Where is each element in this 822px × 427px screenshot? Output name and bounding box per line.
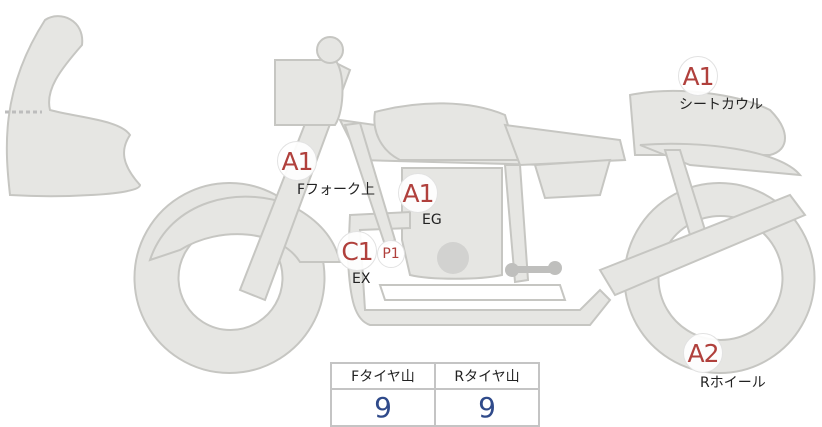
seat-cowl (628, 90, 786, 156)
chain-guard (378, 284, 567, 301)
headlight (274, 59, 344, 126)
footpeg (505, 261, 562, 277)
swingarm (598, 193, 807, 297)
label-rear-wheel: Rホイール (700, 375, 766, 391)
label-front-fork: Fフォーク上 (297, 182, 376, 198)
marker-rear-wheel[interactable]: A2 (683, 333, 723, 373)
marker-seat-cowl[interactable]: A1 (678, 56, 718, 96)
fairing-part (5, 15, 142, 198)
fuel-tank (373, 102, 520, 161)
front-tread-value: 9 (330, 388, 436, 427)
marker-engine[interactable]: A1 (398, 173, 438, 213)
side-cover (533, 158, 612, 200)
seat (503, 123, 627, 167)
marker-front-fork[interactable]: A1 (277, 141, 317, 181)
marker-exhaust[interactable]: C1 (337, 231, 377, 271)
rear-tread-value: 9 (434, 388, 540, 427)
mirror (316, 36, 344, 64)
front-tread-header: Fタイヤ山 (330, 362, 436, 390)
label-engine: EG (422, 212, 442, 228)
marker-p1[interactable]: P1 (377, 240, 405, 268)
label-seat-cowl: シートカウル (679, 97, 763, 113)
label-exhaust: EX (352, 271, 371, 287)
rear-tread-header: Rタイヤ山 (434, 362, 540, 390)
tread-table: Fタイヤ山 Rタイヤ山 9 9 (330, 362, 540, 427)
frame-lower (503, 164, 530, 284)
engine-case (437, 242, 469, 274)
